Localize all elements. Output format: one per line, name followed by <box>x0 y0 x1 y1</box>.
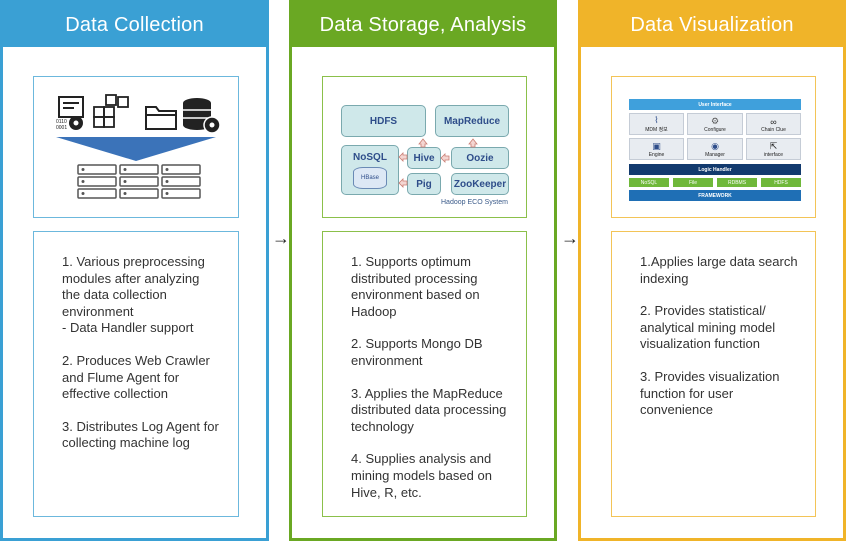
data-collection-description: 1. Various preprocessing modules after a… <box>33 231 239 517</box>
module-cell: ◉ Manager <box>687 138 743 160</box>
hdfs-block: HDFS <box>341 105 426 137</box>
panel-title: Data Visualization <box>581 3 843 47</box>
server-rack-icon <box>77 164 201 199</box>
chart-icon: ⌇ <box>654 115 659 125</box>
data-file-gear-icon: 0110 0001 <box>56 96 84 131</box>
flow-arrow-icon: → <box>272 228 290 248</box>
hadoop-caption: Hadoop ECO System <box>441 199 508 206</box>
list-item: 1. Various preprocessing modules after a… <box>62 254 205 336</box>
panel-data-visualization: Data Visualization User Interface ⌇ MDM … <box>578 0 846 541</box>
folder-icon <box>145 106 177 130</box>
engine-icon: ▣ <box>652 141 661 151</box>
pig-block: Pig <box>407 173 441 195</box>
panel-title: Data Storage, Analysis <box>292 3 554 47</box>
funnel-arrow-icon <box>56 137 216 161</box>
svg-text:0001: 0001 <box>56 125 67 131</box>
list-item: 4. Supplies analysis and mining models b… <box>351 451 492 500</box>
framework-bar: FRAMEWORK <box>629 190 801 201</box>
link-icon: ∞ <box>770 117 777 127</box>
list-item: 1.Applies large data search indexing <box>640 254 798 286</box>
list-item: 2. Produces Web Crawler and Flume Agent … <box>62 352 210 402</box>
list-item: 3. Applies the MapReduce distributed dat… <box>351 385 507 434</box>
database-gear-icon <box>183 98 221 134</box>
svg-text:0110: 0110 <box>56 119 67 125</box>
module-cell: ⚙ Configure <box>687 113 743 135</box>
nosql-label: NoSQL <box>353 152 387 163</box>
data-visualization-description: 1.Applies large data search indexing 2. … <box>611 231 816 517</box>
list-item: 2. Supports Mongo DB environment <box>351 336 483 368</box>
mapreduce-block: MapReduce <box>435 105 509 137</box>
gear-icon: ⚙ <box>710 116 720 126</box>
store-hdfs: HDFS <box>761 178 801 187</box>
manager-icon: ◉ <box>711 141 719 151</box>
flow-arrow-icon: → <box>561 228 579 248</box>
logic-handler-bar: Logic Handler <box>629 164 801 175</box>
list-item: 3. Provides visualization function for u… <box>640 368 780 418</box>
visualization-architecture-graphic: User Interface ⌇ MDM 정보 ⚙ Configure ∞ Ch… <box>611 76 816 218</box>
hbase-cylinder: HBase <box>353 167 387 189</box>
panel-title: Data Collection <box>3 3 266 47</box>
panel-data-storage-analysis: Data Storage, Analysis HDFS MapReduce No… <box>289 0 557 541</box>
oozie-block: Oozie <box>451 147 509 169</box>
data-collection-graphic: 0110 0001 <box>33 76 239 218</box>
store-file: File <box>673 178 713 187</box>
module-cell: ⇱ interface <box>746 138 801 160</box>
list-item: 2. Provides statistical/ analytical mini… <box>640 303 776 352</box>
panel-data-collection: Data Collection 0110 0001 <box>0 0 269 541</box>
module-cell: ⌇ MDM 정보 <box>629 113 684 135</box>
hadoop-ecosystem-graphic: HDFS MapReduce NoSQL HBase Hive Oozie Pi… <box>322 76 527 218</box>
list-item: 3. Distributes Log Agent for collecting … <box>62 418 219 451</box>
zookeeper-block: ZooKeeper <box>451 173 509 195</box>
data-storage-description: 1. Supports optimum distributed processi… <box>322 231 527 517</box>
user-interface-bar: User Interface <box>629 99 801 110</box>
store-nosql: NoSQL <box>629 178 669 187</box>
module-cell: ∞ Chain Clue <box>746 113 801 135</box>
interface-icon: ⇱ <box>769 141 778 151</box>
store-rdbms: RDBMS <box>717 178 757 187</box>
list-item: 1. Supports optimum distributed processi… <box>351 254 480 319</box>
connector-arrows <box>398 138 478 188</box>
grid-cubes-icon <box>93 94 129 128</box>
module-cell: ▣ Engine <box>629 138 684 160</box>
